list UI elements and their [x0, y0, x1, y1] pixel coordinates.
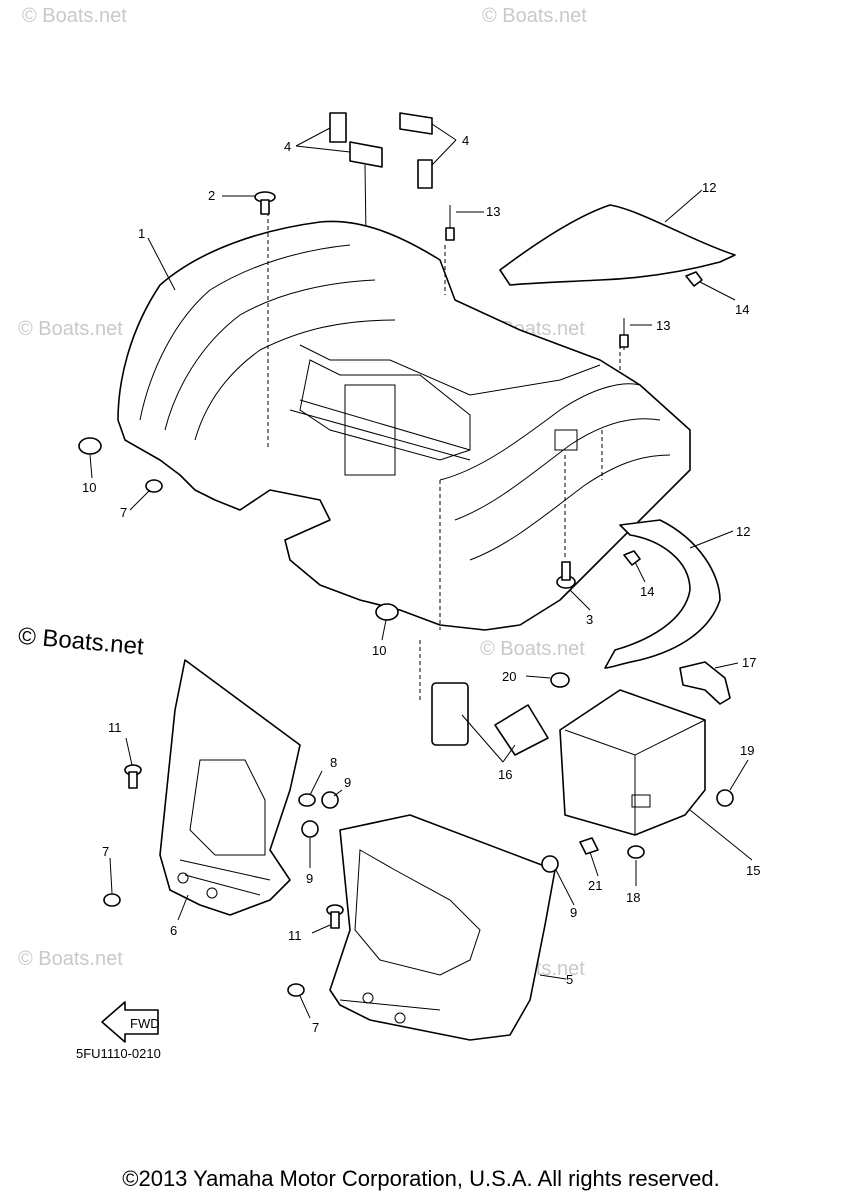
callout-16: 16 [498, 767, 512, 782]
callout-21: 21 [588, 878, 602, 893]
callout-9-a: 9 [344, 775, 351, 790]
callout-10-right: 10 [372, 643, 386, 658]
storage-box-part-15 [559, 689, 706, 836]
callout-8: 8 [330, 755, 337, 770]
copyright-notice: ©2013 Yamaha Motor Corporation, U.S.A. A… [122, 1166, 720, 1191]
callout-7-lower: 7 [312, 1020, 319, 1035]
callout-19: 19 [740, 743, 754, 758]
alignment-lines [267, 205, 621, 700]
watermark-mid-left: © Boats.net [18, 318, 123, 340]
bolt-part-2 [254, 191, 276, 215]
footrest-part-5 [329, 814, 556, 1041]
watermark-top-right: © Boats.net [482, 5, 587, 27]
callout-12-lower: 12 [736, 524, 750, 539]
callout-15: 15 [746, 863, 760, 878]
fwd-label: FWD [130, 1016, 160, 1031]
bolt-part-7-mid [103, 893, 121, 907]
callout-4-right: 4 [462, 133, 469, 148]
washer-part-8 [298, 793, 316, 807]
bolt-part-18 [627, 845, 645, 859]
callout-13-upper: 13 [486, 204, 500, 219]
clip-part-10-right [375, 603, 399, 621]
leader-lines [89, 123, 753, 1019]
callout-11-lower: 11 [288, 928, 302, 943]
callout-2: 2 [208, 188, 215, 203]
footrest-part-6 [159, 659, 301, 916]
rivet-part-13-upper [445, 205, 455, 241]
rear-fender-part-1 [117, 220, 691, 631]
bolt-part-7-lower [287, 983, 305, 997]
nut-part-9-c [541, 855, 559, 873]
callout-9-b: 9 [306, 871, 313, 886]
watermark-low-left: © Boats.net [18, 948, 123, 970]
callout-4-left: 4 [284, 139, 291, 154]
mud-flap-part-12 [499, 204, 736, 669]
screw-part-3 [556, 561, 576, 589]
clip-part-21 [579, 837, 599, 855]
nut-part-14-upper [685, 271, 703, 287]
callout-7-upper: 7 [120, 505, 127, 520]
callout-18: 18 [626, 890, 640, 905]
callout-11-upper: 11 [108, 720, 122, 735]
callout-7-mid: 7 [102, 844, 109, 859]
bolt-part-11-lower [326, 904, 344, 929]
callout-17: 17 [742, 655, 756, 670]
callout-12-upper: 12 [702, 180, 716, 195]
callout-14-upper: 14 [735, 302, 749, 317]
callout-20: 20 [502, 669, 516, 684]
clip-part-10-left [78, 437, 102, 455]
diagram-code: 5FU1110-0210 [76, 1046, 161, 1061]
callout-13-lower: 13 [656, 318, 670, 333]
watermark-center-right: © Boats.net [480, 638, 585, 660]
callout-6: 6 [170, 923, 177, 938]
nut-part-19 [716, 789, 734, 807]
clip-part-20 [550, 672, 570, 688]
callout-labels: 1 2 3 4 4 5 6 7 7 7 8 9 9 9 10 10 11 11 … [82, 133, 760, 1035]
callout-1: 1 [138, 226, 145, 241]
rivet-part-13-lower [619, 318, 629, 350]
bolt-part-11-upper [124, 764, 142, 789]
callout-5: 5 [566, 972, 573, 987]
fasteners [78, 191, 734, 997]
nut-part-9-b [301, 820, 319, 838]
bolt-part-7-upper [145, 479, 163, 493]
fwd-arrow: FWD [101, 1001, 160, 1043]
callout-3: 3 [586, 612, 593, 627]
pad-part-16 [431, 682, 549, 756]
bracket-part-17 [679, 661, 731, 705]
callout-10-left: 10 [82, 480, 96, 495]
nut-part-14-lower [623, 550, 641, 566]
callout-14-lower: 14 [640, 584, 654, 599]
callout-9-c: 9 [570, 905, 577, 920]
watermark-top-left: © Boats.net [22, 5, 127, 27]
